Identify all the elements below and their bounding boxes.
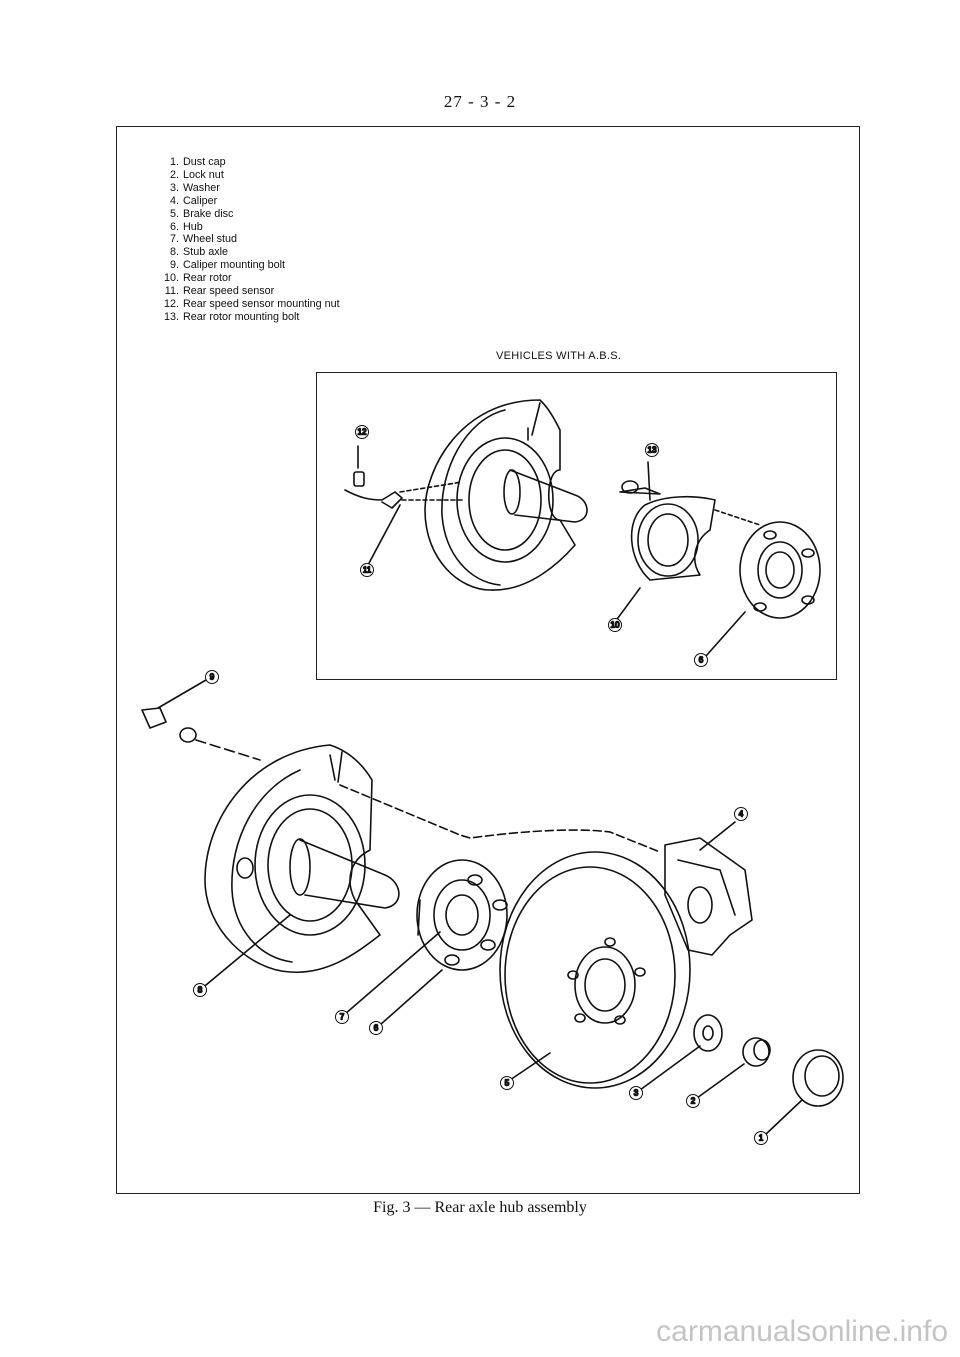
svg-text:6: 6 <box>374 1024 379 1033</box>
abs-rear-rotor <box>611 461 716 627</box>
abs-inset-label: VEHICLES WITH A.B.S. <box>496 350 622 362</box>
legend-item: 5.Brake disc <box>169 207 234 220</box>
svg-text:13: 13 <box>648 446 657 455</box>
abs-backing-plate <box>424 399 588 591</box>
svg-text:12: 12 <box>358 428 367 437</box>
callout-5: 5 <box>500 1076 514 1090</box>
legend-item: 1.Dust cap <box>169 156 226 168</box>
legend-item: 10.Rear rotor <box>163 272 232 285</box>
callout-2: 2 <box>686 1094 700 1108</box>
parts-legend: 1.Dust cap 2.Lock nut 3.Washer 4.Caliper… <box>155 156 340 324</box>
legend-item: 11.Rear speed sensor <box>164 285 275 298</box>
svg-text:7: 7 <box>340 1013 345 1022</box>
legend-item: 13.Rear rotor mounting bolt <box>163 310 300 323</box>
callout-13-inset: 13 <box>645 443 659 457</box>
abs-hub <box>705 509 821 657</box>
svg-text:5: 5 <box>505 1079 510 1088</box>
abs-speed-sensor <box>344 445 463 566</box>
svg-text:6: 6 <box>699 656 704 665</box>
callout-9: 9 <box>205 670 219 684</box>
page-number: 27 - 3 - 2 <box>443 92 517 111</box>
legend-item: 8.Stub axle <box>169 246 229 259</box>
legend-item: 9.Caliper mounting bolt <box>169 259 286 272</box>
caliper <box>664 821 753 956</box>
svg-text:11: 11 <box>363 566 372 575</box>
callout-6-inset: 6 <box>694 653 708 667</box>
dust-cap <box>764 1049 844 1136</box>
brake-disc <box>499 851 691 1089</box>
legend-item: 6.Hub <box>169 220 203 233</box>
figure-caption: Fig. 3 — Rear axle hub assembly <box>373 1199 587 1216</box>
washer <box>639 1014 723 1091</box>
abs-inset-frame <box>316 372 837 680</box>
caliper-mounting-bolt <box>141 679 261 761</box>
svg-text:9: 9 <box>210 673 215 682</box>
legend-item: 12.Rear speed sensor mounting nut <box>163 297 340 310</box>
callout-3: 3 <box>629 1086 643 1100</box>
hub <box>344 859 508 1026</box>
backing-plate <box>199 744 661 991</box>
callout-4: 4 <box>734 807 748 821</box>
svg-text:4: 4 <box>739 810 744 819</box>
svg-text:3: 3 <box>634 1089 639 1098</box>
svg-text:1: 1 <box>759 1134 764 1143</box>
callout-11-inset: 11 <box>360 563 374 577</box>
svg-text:2: 2 <box>691 1097 696 1106</box>
callout-1: 1 <box>754 1131 768 1145</box>
watermark: carmanualsonline.info <box>656 1315 948 1348</box>
figure-frame <box>116 126 860 1194</box>
legend-item: 7.Wheel stud <box>169 233 238 246</box>
svg-text:10: 10 <box>611 621 620 630</box>
callout-10-inset: 10 <box>608 618 622 632</box>
svg-text:8: 8 <box>198 986 203 995</box>
legend-item: 2.Lock nut <box>169 168 224 181</box>
callout-6: 6 <box>369 1021 383 1035</box>
callout-12-inset: 12 <box>355 425 369 439</box>
callout-7: 7 <box>335 1010 349 1024</box>
legend-item: 3.Washer <box>169 181 220 194</box>
legend-item: 4.Caliper <box>169 194 218 207</box>
lock-nut <box>696 1037 771 1099</box>
callout-8: 8 <box>193 983 207 997</box>
